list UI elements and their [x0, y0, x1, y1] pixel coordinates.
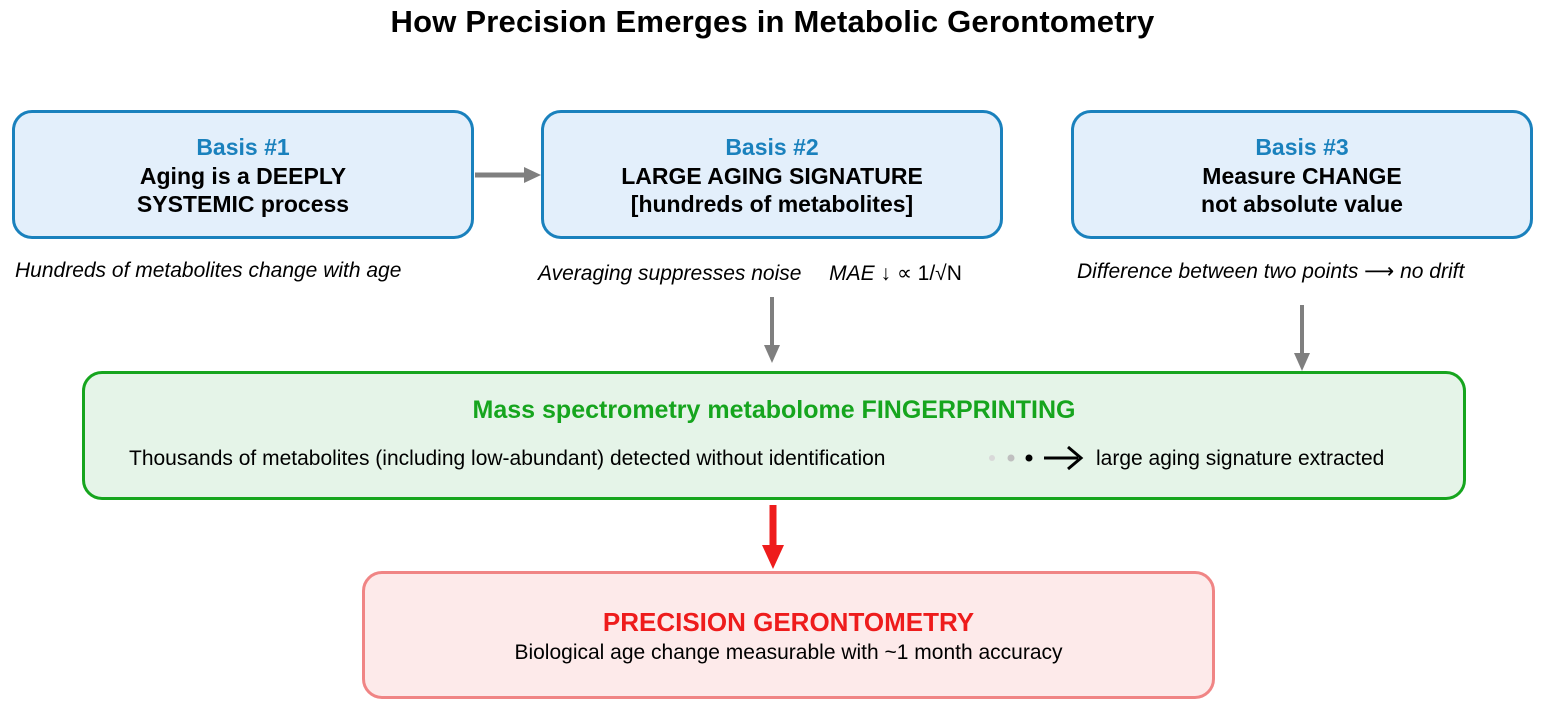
precision-gerontometry-box: PRECISION GERONTOMETRY Biological age ch… [362, 571, 1215, 699]
basis-3-line2: not absolute value [1201, 191, 1403, 217]
arrow-fingerprinting-to-precision [762, 505, 784, 569]
basis-1-line1: Aging is a DEEPLY [139, 163, 347, 189]
diagram-title: How Precision Emerges in Metabolic Geron… [390, 4, 1155, 39]
arrow-basis2-to-fingerprinting [764, 297, 780, 363]
arrow-basis3-to-fingerprinting [1294, 305, 1310, 371]
basis-1-box: Basis #1 Aging is a DEEPLY SYSTEMIC proc… [12, 110, 474, 239]
fingerprinting-box: Mass spectrometry metabolome FINGERPRINT… [82, 371, 1466, 500]
basis-2-note-text: Averaging suppresses noise [538, 262, 802, 285]
basis-3-title: Basis #3 [1255, 134, 1349, 160]
mae-formula-label: MAE ↓ [829, 262, 891, 285]
arrow-basis1-to-basis2 [475, 167, 541, 183]
basis-1-line2: SYSTEMIC process [136, 191, 350, 217]
basis-2-box: Basis #2 LARGE AGING SIGNATURE [hundreds… [541, 110, 1003, 239]
basis-3-box: Basis #3 Measure CHANGE not absolute val… [1071, 110, 1533, 239]
basis-2-line1: LARGE AGING SIGNATURE [621, 163, 923, 189]
precision-title: PRECISION GERONTOMETRY [602, 607, 975, 637]
fingerprinting-title: Mass spectrometry metabolome FINGERPRINT… [472, 396, 1076, 424]
mae-formula-scaling: ∝ 1/√N [896, 262, 962, 285]
basis-2-line2: [hundreds of metabolites] [630, 191, 914, 217]
basis-3-note: Difference between two points ⟶ no drift [1077, 260, 1465, 283]
fingerprinting-result-text: large aging signature extracted [1096, 447, 1385, 470]
basis-3-line1: Measure CHANGE [1202, 163, 1402, 189]
basis-1-title: Basis #1 [196, 134, 290, 160]
basis-2-title: Basis #2 [725, 134, 819, 160]
basis-1-note: Hundreds of metabolites change with age [15, 259, 402, 282]
signal-extraction-arrow-icon [989, 445, 1084, 471]
fingerprinting-detection-text: Thousands of metabolites (including low-… [129, 447, 886, 470]
basis-2-note: Averaging suppresses noise MAE ↓ ∝ 1/√N [538, 261, 962, 286]
precision-subtitle: Biological age change measurable with ~1… [514, 641, 1063, 664]
